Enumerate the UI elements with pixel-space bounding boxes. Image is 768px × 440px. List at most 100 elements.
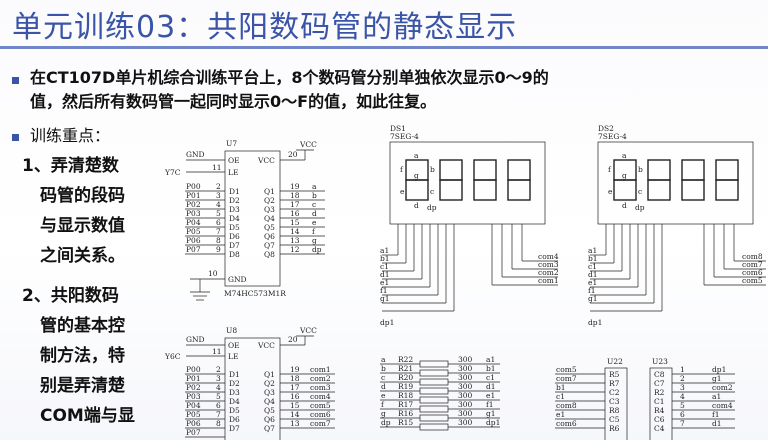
- u7-ref: U7: [226, 139, 237, 148]
- point2-line-4: 别是弄清楚: [40, 376, 125, 396]
- u8-in-num: 4: [216, 383, 221, 392]
- u7-gnd-pin: GND: [228, 275, 247, 284]
- u8-in-pin: D1: [229, 370, 240, 379]
- u7-le-pin: LE: [228, 168, 238, 177]
- u8-out-net: com5: [310, 401, 331, 410]
- res-left-net: d: [381, 382, 386, 391]
- u8-chip-body: [224, 337, 281, 440]
- u23-net: g1: [712, 374, 722, 383]
- u7-oe-pin: OE: [228, 156, 240, 165]
- u23-pin: R2: [654, 388, 665, 397]
- u22-net: e1: [556, 410, 565, 419]
- ds1-seg-dp: dp: [427, 203, 437, 212]
- res-ref: R22: [398, 355, 413, 364]
- ds2-left-net: f1: [588, 286, 596, 295]
- u8-in-net: P00: [186, 365, 201, 374]
- u7-in-pin: D2: [229, 196, 240, 205]
- u23-pin: C6: [654, 415, 665, 424]
- point2-line-2: 管的基本控: [40, 316, 125, 336]
- u22-pin: R7: [609, 379, 620, 388]
- u8-in-pin: D3: [229, 388, 240, 397]
- u8-out-pin: Q6: [264, 415, 275, 424]
- res-right-net: b1: [486, 364, 496, 373]
- u7-out-pin: Q3: [264, 205, 275, 214]
- ds1-left-net: c1: [380, 262, 389, 271]
- u8-out-pin: Q5: [264, 406, 275, 415]
- u7-in-num: 5: [216, 209, 221, 218]
- u22-pin: C2: [609, 388, 620, 397]
- ds2-seg-d: d: [622, 201, 627, 210]
- res-value: 300: [458, 409, 473, 418]
- u7-out-pin: Q5: [264, 223, 275, 232]
- ds1-type: 7SEG-4: [390, 132, 419, 141]
- ds2-seg-g: g: [622, 171, 627, 180]
- ds1-seg-d: d: [414, 201, 419, 210]
- u22-ref: U22: [607, 357, 623, 366]
- ds1-digits: [405, 159, 531, 201]
- u8-vcc-net: VCC: [299, 326, 317, 335]
- ds2-right-net: com5: [742, 276, 763, 285]
- u7-in-pin: D4: [229, 214, 240, 223]
- ds1-seg-g: g: [414, 171, 419, 180]
- u7-out-net: g: [312, 236, 317, 245]
- u8-vcc-pin: VCC: [257, 341, 275, 350]
- res-value: 300: [458, 364, 473, 373]
- u8-pin20: 20: [288, 335, 298, 344]
- ds1-right-net: com1: [538, 276, 559, 285]
- u8-in-num: 5: [216, 392, 221, 401]
- u8-out-num: 14: [290, 410, 300, 419]
- u8-le-pin: LE: [228, 352, 238, 361]
- u22-pin: C3: [609, 397, 620, 406]
- res-right-net: f1: [486, 400, 494, 409]
- task-line-2: 值，然后所有数码管一起同时显示0～F的值，如此往复。: [30, 92, 437, 111]
- res-left-net: f: [381, 400, 385, 409]
- u22-pin: C5: [609, 415, 620, 424]
- ds1-seg-a: a: [414, 151, 419, 160]
- u7-out-num: 15: [290, 218, 300, 227]
- res-left-net: a: [381, 355, 386, 364]
- ds2-seg-f: f: [608, 165, 612, 174]
- ds2-type: 7SEG-4: [598, 132, 627, 141]
- point2-line-3: 制方法，特: [40, 346, 125, 366]
- u8-out-net: com2: [310, 374, 331, 383]
- ds1-seg-e: e: [400, 187, 405, 196]
- res-right-net: a1: [486, 355, 495, 364]
- slide-title: 单元训练03：共阳数码管的静态显示: [12, 10, 518, 45]
- u8-pin11: 11: [212, 347, 222, 356]
- u8-in-num: 3: [216, 374, 221, 383]
- u7-out-num: 18: [290, 191, 300, 200]
- u7-in-pin: D3: [229, 205, 240, 214]
- u7-out-num: 13: [290, 236, 300, 245]
- u8-oe-pin: OE: [228, 341, 240, 350]
- u7-out-num: 12: [290, 245, 300, 254]
- u8-out-net: com4: [310, 392, 331, 401]
- u22-connector-body: [604, 367, 628, 440]
- u23-num: 6: [680, 410, 685, 419]
- ds2-left-net: g1: [588, 294, 598, 303]
- u8-in-net: P07: [186, 428, 201, 437]
- u7-in-pin: D7: [229, 241, 240, 250]
- u8-out-num: 18: [290, 374, 300, 383]
- bullet-focus: [12, 134, 19, 141]
- task-line-1: 在CT107D单片机综合训练平台上，8个数码管分别单独依次显示0～9的: [30, 68, 549, 87]
- u8-in-pin: D6: [229, 415, 240, 424]
- u7-in-net: P05: [186, 227, 201, 236]
- u7-in-num: 7: [216, 227, 221, 236]
- u8-out-num: 17: [290, 383, 300, 392]
- u8-out-net: com3: [310, 383, 331, 392]
- ds2-left-net: b1: [588, 254, 598, 263]
- point1-line-1: 1、弄清楚数: [22, 156, 119, 176]
- ds1-right-net: com2: [538, 268, 559, 277]
- ds2-display-body: [597, 141, 754, 225]
- u7-out-net: a: [312, 182, 317, 191]
- u8-in-num: 8: [216, 419, 221, 428]
- bullet-task: [12, 77, 19, 84]
- ds2-seg-c: c: [638, 187, 642, 196]
- ds1-left-net: a1: [380, 246, 389, 255]
- ds1-ref: DS1: [390, 124, 406, 133]
- u8-out-num: 15: [290, 401, 300, 410]
- u7-out-net: c: [312, 200, 316, 209]
- u7-gnd-label: GND: [186, 150, 205, 159]
- u7-out-num: 16: [290, 209, 300, 218]
